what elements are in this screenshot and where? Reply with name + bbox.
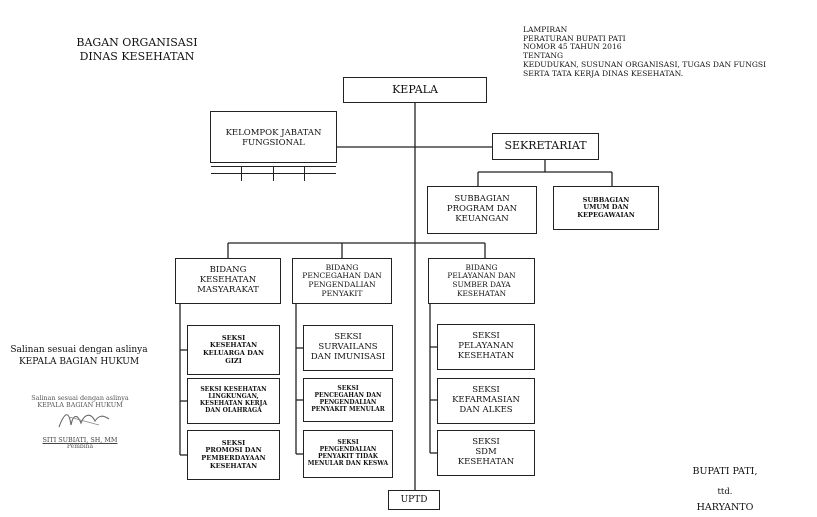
signature-ttd: ttd. — [717, 487, 733, 497]
box-kepala: KEPALA — [343, 77, 487, 103]
stamp-small-head: KEPALA BAGIAN HUKUM — [37, 401, 123, 409]
stamp-small-copy: Salinan sesuai dengan aslinya — [31, 394, 129, 402]
box-bidang-pelayanan-sumber-daya: BIDANG PELAYANAN DAN SUMBER DAYA KESEHAT… — [428, 258, 535, 304]
stamp-official-rank: Pembina — [66, 443, 94, 450]
box-subbagian-umum-kepegawaian: SUBBAGIAN UMUM DAN KEPEGAWAIAN — [553, 186, 659, 230]
box-uptd: UPTD — [388, 490, 440, 510]
signature-title: BUPATI PATI, — [692, 466, 758, 477]
box-bidang-pencegahan-pengendalian: BIDANG PENCEGAHAN DAN PENGENDALIAN PENYA… — [292, 258, 392, 304]
box-seksi-sdm-kesehatan: SEKSI SDM KESEHATAN — [437, 430, 535, 476]
box-seksi-pencegahan-penyakit-menular: SEKSI PENCEGAHAN DAN PENGENDALIAN PENYAK… — [303, 378, 393, 422]
box-sekretariat: SEKRETARIAT — [492, 133, 599, 160]
box-seksi-penyakit-tidak-menular: SEKSI PENGENDALIAN PENYAKIT TIDAK MENULA… — [303, 430, 393, 478]
stamp-official-name: SITI SUBIATI, SH, MM — [42, 436, 118, 444]
stamp-copy-line: Salinan sesuai dengan aslinya — [10, 345, 148, 355]
signature-name: HARYANTO — [696, 502, 754, 513]
box-seksi-kesehatan-lingkungan: SEKSI KESEHATAN LINGKUNGAN, KESEHATAN KE… — [187, 378, 280, 424]
appendix-note: LAMPIRAN PERATURAN BUPATI PATI NOMOR 45 … — [523, 25, 767, 78]
handwritten-signature-icon — [58, 414, 110, 428]
box-kelompok-jabatan-fungsional: KELOMPOK JABATAN FUNGSIONAL — [210, 111, 337, 181]
box-seksi-pelayanan-kesehatan: SEKSI PELAYANAN KESEHATAN — [437, 324, 535, 370]
box-subbagian-program-keuangan: SUBBAGIAN PROGRAM DAN KEUANGAN — [427, 186, 537, 234]
box-seksi-survailans-imunisasi: SEKSI SURVAILANS DAN IMUNISASI — [303, 325, 393, 371]
kelompok-label: KELOMPOK JABATAN FUNGSIONAL — [225, 128, 322, 148]
box-seksi-promosi-pemberdayaan: SEKSI PROMOSI DAN PEMBERDAYAAN KESEHATAN — [187, 430, 280, 480]
box-seksi-kefarmasian-alkes: SEKSI KEFARMASIAN DAN ALKES — [437, 378, 535, 424]
document-title: BAGAN ORGANISASI DINAS KESEHATAN — [76, 36, 198, 63]
kelompok-grid — [211, 165, 336, 181]
stamp-head-line: KEPALA BAGIAN HUKUM — [18, 357, 140, 367]
box-bidang-kesehatan-masyarakat: BIDANG KESEHATAN MASYARAKAT — [175, 258, 281, 304]
box-seksi-kesehatan-keluarga-gizi: SEKSI KESEHATAN KELUARGA DAN GIZI — [187, 325, 280, 375]
